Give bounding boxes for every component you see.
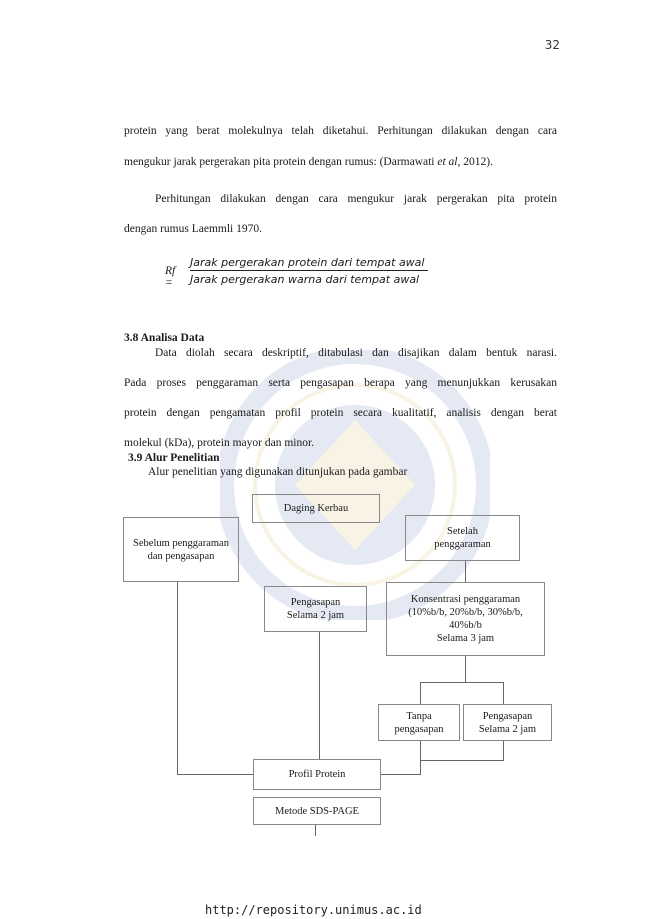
flow-box-daging-kerbau: Daging Kerbau (252, 494, 380, 523)
paragraph-line: dengan rumus Laemmli 1970. (124, 223, 262, 235)
paragraph-line: mengukur jarak pergerakan pita protein d… (124, 156, 493, 168)
flow-box-konsentrasi: Konsentrasi penggaraman (10%b/b, 20%b/b,… (386, 582, 545, 656)
section-heading: 3.9 Alur Penelitian (128, 452, 220, 464)
footer-url: http://repository.unimus.ac.id (205, 903, 422, 917)
connector-line (420, 760, 504, 761)
formula-lhs: Rf = (165, 265, 176, 289)
paragraph-line: protein dengan pengamatan profil protein… (124, 407, 557, 419)
connector-line (319, 632, 320, 759)
flow-box-pengasapan-left: Pengasapan Selama 2 jam (264, 586, 367, 632)
connector-line (465, 656, 466, 682)
page-number: 32 (544, 38, 560, 52)
formula-denominator: Jarak pergerakan warna dari tempat awal (190, 273, 420, 286)
connector-line (315, 825, 316, 836)
flow-box-profil-protein: Profil Protein (253, 759, 381, 790)
connector-line (420, 682, 421, 704)
paragraph-line: Alur penelitian yang digunakan ditunjuka… (148, 466, 408, 478)
flow-box-pengasapan-right: Pengasapan Selama 2 jam (463, 704, 552, 741)
flow-box-tanpa-pengasapan: Tanpa pengasapan (378, 704, 460, 741)
connector-line (420, 682, 503, 683)
flow-box-sebelum: Sebelum penggaraman dan pengasapan (123, 517, 239, 582)
paragraph-line: Perhitungan dilakukan dengan cara menguk… (155, 193, 557, 205)
paragraph-line: protein yang berat molekulnya telah dike… (124, 125, 557, 137)
paragraph-line: molekul (kDa), protein mayor dan minor. (124, 437, 315, 449)
citation-et-al: et al (437, 156, 458, 168)
connector-line (420, 741, 421, 774)
university-seal-watermark (216, 346, 494, 624)
connector-line (503, 741, 504, 761)
connector-line (465, 561, 466, 582)
flow-box-metode-sds-page: Metode SDS-PAGE (253, 797, 381, 825)
formula-numerator: Jarak pergerakan protein dari tempat awa… (190, 256, 429, 271)
flow-box-setelah: Setelah penggaraman (405, 515, 520, 561)
connector-line (503, 682, 504, 704)
section-heading: 3.8 Analisa Data (124, 332, 205, 344)
connector-line (177, 582, 178, 775)
connector-line (177, 774, 253, 775)
connector-line (381, 774, 421, 775)
paragraph-line: Data diolah secara deskriptif, ditabulas… (155, 347, 557, 359)
paragraph-line: Pada proses penggaraman serta pengasapan… (124, 377, 557, 389)
